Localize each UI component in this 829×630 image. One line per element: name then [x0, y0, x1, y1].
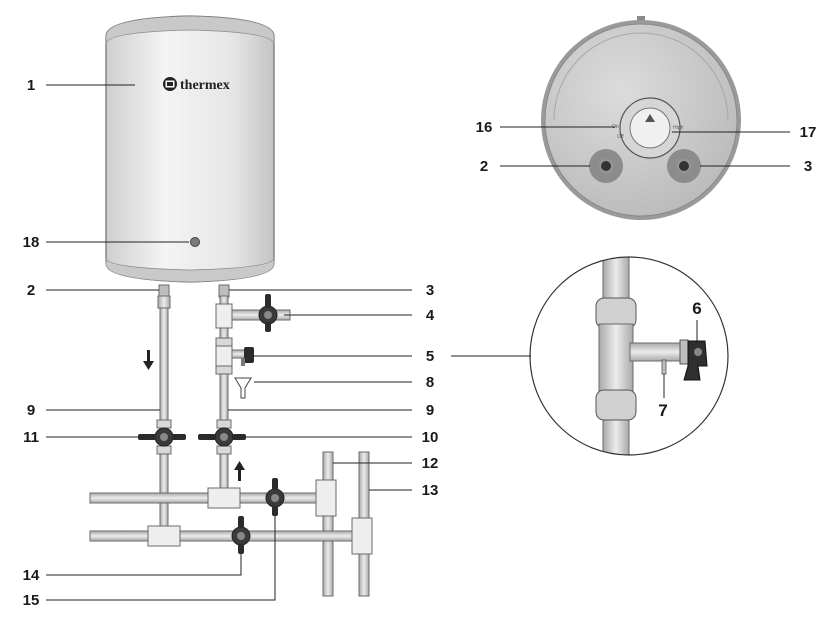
callout-11: 11	[23, 429, 39, 446]
valve-10	[198, 427, 246, 447]
callout-6: 6	[692, 299, 701, 318]
hot-outlet-nozzle	[667, 149, 701, 183]
callout-3-bottom: 3	[804, 158, 812, 175]
callout-16: 16	[476, 119, 493, 136]
callout-1: 1	[27, 77, 35, 94]
callout-3: 3	[426, 282, 434, 299]
tank-bottom-view: On Off High	[541, 16, 741, 220]
valve-14	[231, 516, 251, 554]
callout-5: 5	[426, 348, 434, 365]
callout-2: 2	[27, 282, 35, 299]
cold-inlet-nozzle	[589, 149, 623, 183]
callout-numbers: 1 18 2 9 11 14 15 3 4 5 8 9 10 12 13 16 …	[23, 77, 817, 609]
knob-on-label: On	[612, 124, 619, 130]
indicator-lamp	[190, 237, 200, 247]
knob-off-label: Off	[617, 134, 624, 140]
callout-14: 14	[23, 567, 40, 584]
callout-9-right: 9	[426, 402, 434, 419]
flow-arrow-down-icon	[143, 350, 154, 370]
callout-8: 8	[426, 374, 434, 391]
funnel-8	[234, 377, 252, 399]
knob-high-label: High	[673, 125, 684, 131]
callout-2-bottom: 2	[480, 158, 488, 175]
callout-7: 7	[658, 401, 667, 420]
valve-11	[138, 427, 186, 447]
callout-17: 17	[800, 124, 817, 141]
brand-name: thermex	[180, 78, 230, 93]
callout-9-left: 9	[27, 402, 35, 419]
valve-15	[265, 478, 285, 516]
drain-valve-5	[241, 347, 254, 366]
safety-valve-detail	[529, 256, 729, 456]
callout-10: 10	[422, 429, 439, 446]
water-heater-tank: thermex	[105, 15, 275, 283]
callout-12: 12	[422, 455, 439, 472]
callout-15: 15	[23, 592, 40, 609]
thermex-logo: thermex	[163, 77, 230, 93]
callout-18: 18	[23, 234, 40, 251]
pipe-network	[89, 284, 373, 597]
callout-13: 13	[422, 482, 439, 499]
flow-arrow-up-icon	[234, 461, 245, 481]
thermostat-knob: On Off High	[612, 97, 684, 159]
leader-lines	[46, 84, 790, 601]
callout-4: 4	[426, 307, 435, 324]
valve-4	[258, 294, 278, 332]
